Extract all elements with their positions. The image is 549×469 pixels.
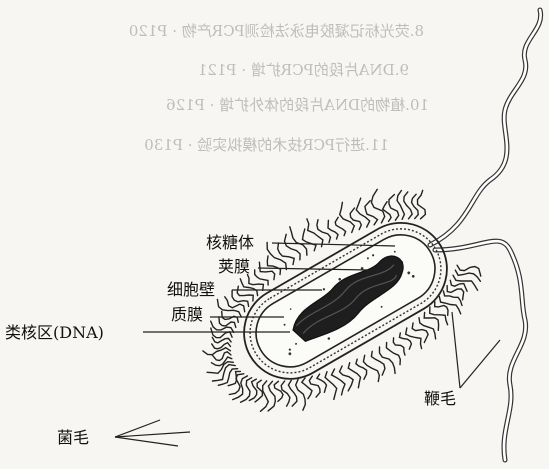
pilus	[350, 208, 361, 230]
ghost-line-4: 11.进行PCR技术的模拟实验 · P130	[144, 136, 389, 154]
pilus	[439, 296, 460, 314]
pilus	[404, 192, 412, 219]
flagellum-1	[430, 10, 541, 245]
label-nucleoid: 类核区(DNA)	[5, 323, 104, 342]
pilus	[249, 379, 256, 400]
pilus	[212, 343, 231, 349]
pilus	[406, 328, 422, 349]
label-capsule: 荚膜	[218, 257, 250, 276]
pilus	[455, 270, 480, 281]
cell-body	[227, 206, 464, 396]
pilus	[412, 194, 419, 218]
ghost-line-1: 8.荧光标记凝胶电泳法检测PCR产物 · P120	[129, 22, 424, 40]
pilus	[332, 369, 346, 395]
ghost-line-2: 9.DNA片段的PCR扩增 · P121	[198, 61, 409, 79]
pilus	[363, 355, 379, 381]
label-cell-wall: 细胞壁	[167, 280, 215, 299]
pilus	[393, 338, 405, 355]
pilus	[365, 201, 378, 225]
leader-pili-3	[115, 437, 178, 446]
leader-flagellum-2	[460, 340, 500, 388]
leader-flagellum-1	[452, 312, 460, 388]
ghost-line-3: 10.植物的DNA片段的体外扩增 · P126	[166, 96, 429, 114]
pilus	[356, 359, 367, 379]
label-ribosome: 核糖体	[206, 233, 254, 252]
label-cell-membrane: 质膜	[171, 305, 203, 324]
pilus	[212, 337, 231, 343]
pilus	[380, 347, 396, 373]
label-pili: 菌毛	[57, 428, 89, 447]
pilus	[225, 297, 245, 312]
pilus	[207, 362, 233, 374]
label-flagellum: 鞭毛	[424, 389, 456, 408]
bleed-through-text: 8.荧光标记凝胶电泳法检测PCR产物 · P120 9.DNA片段的PCR扩增 …	[129, 22, 429, 154]
pilus	[371, 189, 384, 223]
pilus	[219, 317, 236, 328]
